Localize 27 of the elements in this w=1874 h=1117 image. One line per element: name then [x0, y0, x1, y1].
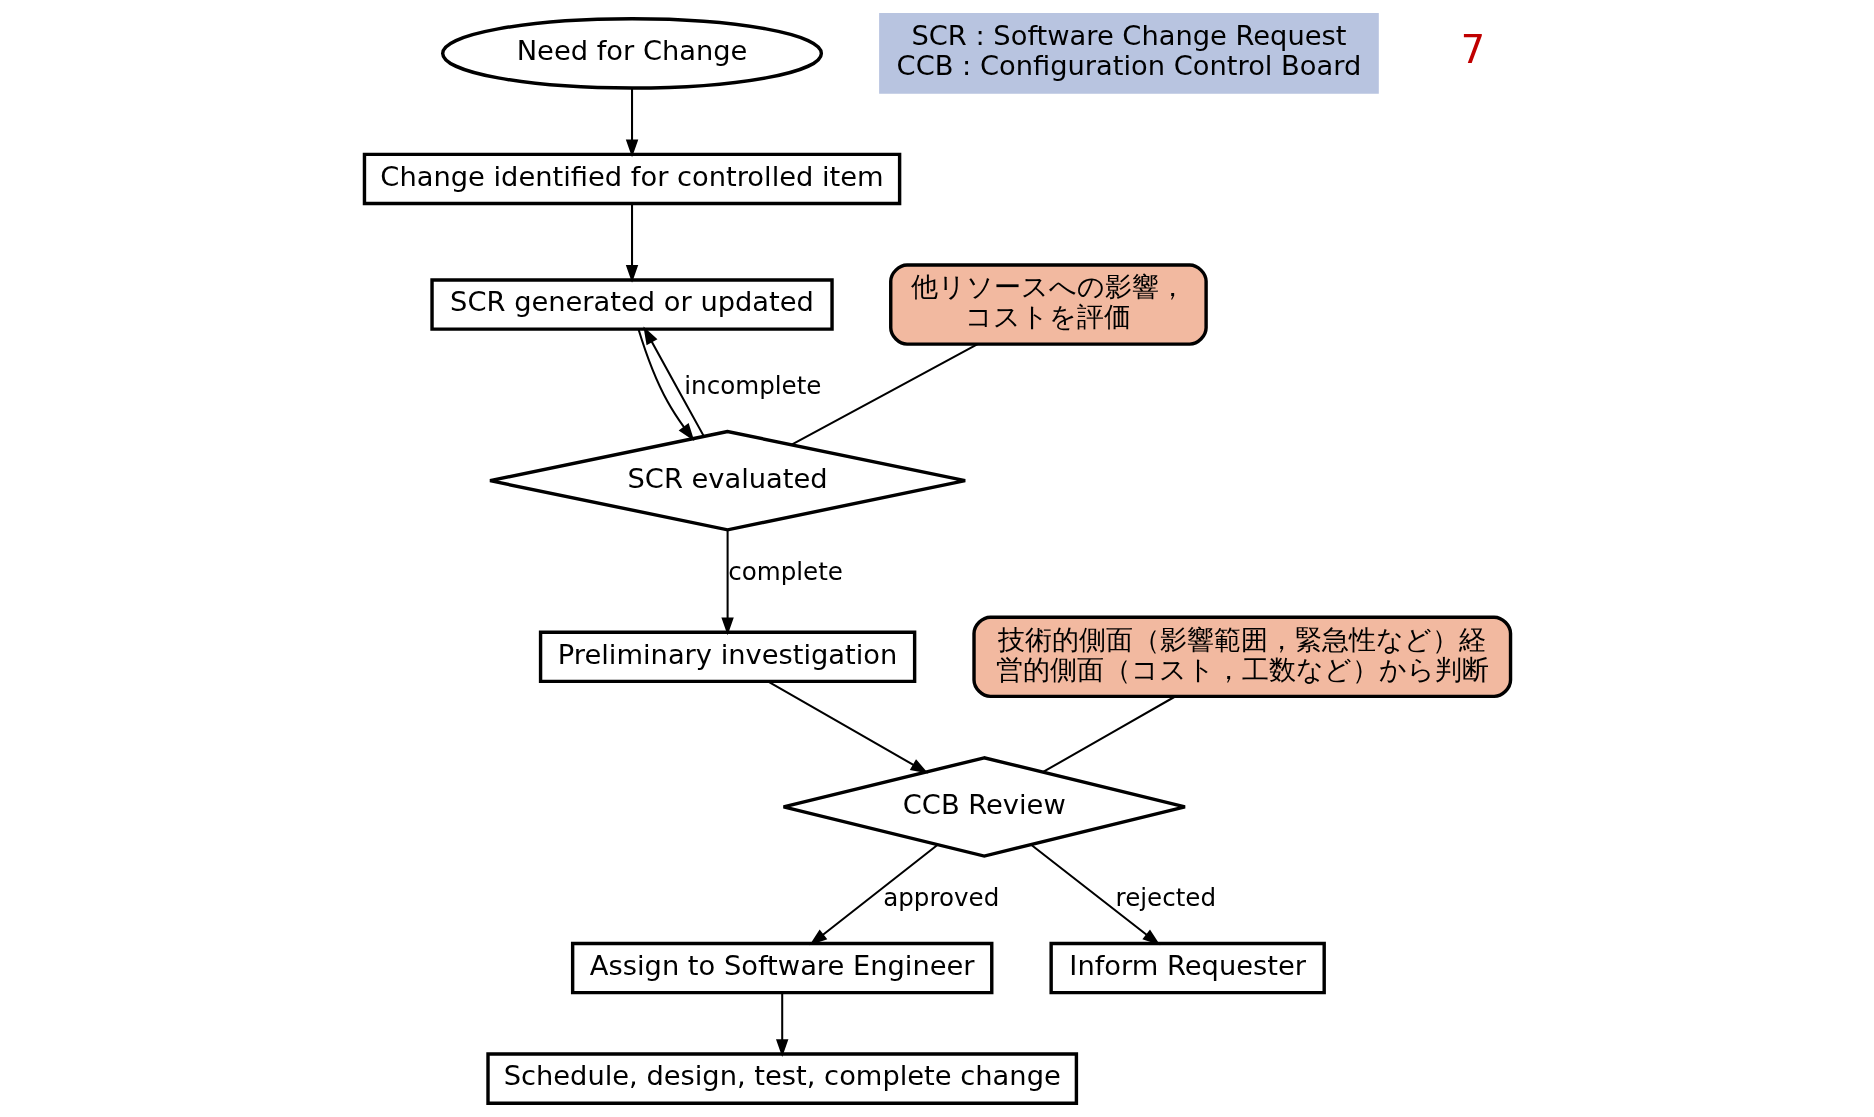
- edge-label: approved: [882, 882, 999, 912]
- edge-label: rejected: [1115, 882, 1216, 912]
- node-box: 他リソースへの影響，コストを評価: [888, 263, 1208, 346]
- edge-label: complete: [727, 556, 843, 586]
- node-box: Preliminary investigation: [538, 630, 916, 684]
- arrow: [1030, 844, 1160, 946]
- arrow: [642, 326, 705, 437]
- node-ellipse: Need for Change: [440, 17, 823, 90]
- arrow: [637, 328, 694, 441]
- label: 7: [1460, 27, 1485, 72]
- edge-label: incomplete: [683, 370, 821, 400]
- arrow: [625, 204, 638, 283]
- connector: [1042, 695, 1176, 773]
- node-box: Inform Requester: [1048, 941, 1326, 995]
- arrow: [809, 844, 938, 946]
- node-box: SCR generated or updated: [429, 278, 834, 331]
- arrow: [720, 529, 734, 636]
- node-box: Change identified for controlled item: [362, 152, 901, 206]
- node-box: 技術的側面（影響範囲，緊急性など）経営的側面（コスト，工数など）から判断: [971, 615, 1512, 699]
- node-diamond: SCR evaluated: [487, 429, 967, 532]
- arrow: [767, 680, 928, 774]
- node-box: Schedule, design, test, complete change: [485, 1052, 1078, 1105]
- node-box: SCR : Software Change Request CCB : Configuration Control Board: [878, 13, 1379, 94]
- arrow: [625, 88, 638, 158]
- connector: [790, 343, 978, 446]
- node-box: Assign to Software Engineer: [570, 941, 993, 995]
- arrow: [775, 992, 788, 1057]
